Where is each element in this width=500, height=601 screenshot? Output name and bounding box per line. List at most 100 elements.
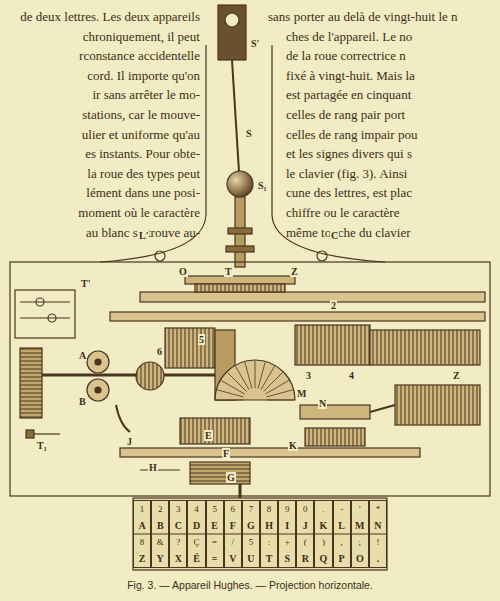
key-sign: ?	[170, 534, 186, 551]
key-letter: Z	[134, 551, 150, 568]
part-letter: M	[296, 388, 307, 399]
lower-plate	[110, 312, 485, 321]
lever-j	[116, 405, 130, 432]
text-line: ches de l'appareil. Le no	[286, 29, 412, 45]
key-letter: O	[352, 551, 368, 568]
part-letter: B	[78, 396, 87, 407]
text-line: de la roue correctrice n	[286, 48, 406, 64]
key-sign: 4	[188, 501, 204, 518]
text-line: lément dans une posi-	[86, 185, 200, 201]
key-letter: M	[352, 518, 368, 535]
text-line: est partagée en cinquant	[286, 87, 411, 103]
key-letter: N	[370, 518, 386, 535]
key-letter: G	[243, 518, 259, 535]
key-sign: (	[297, 534, 313, 551]
keyboard-key: 9I+S	[278, 500, 296, 568]
gear-tooth	[227, 372, 246, 391]
key-letter: L	[334, 518, 350, 535]
keyboard	[133, 498, 387, 570]
key-letter: T	[261, 551, 277, 568]
text-line: même touche du clavier	[286, 225, 411, 241]
key-sign: =	[207, 534, 223, 551]
key-letter: H	[261, 518, 277, 535]
part-letter: Z	[452, 370, 461, 381]
key-letter: J	[297, 518, 313, 535]
correcting-wheel	[165, 328, 215, 368]
gear-tooth	[267, 400, 294, 401]
wheel-b	[87, 379, 109, 401]
type-wheel-train	[295, 325, 370, 365]
part-letter: G	[226, 472, 236, 483]
keyboard-key: 7G5U	[242, 500, 260, 568]
part-letter: Z	[290, 266, 299, 277]
key-letter: F	[225, 518, 241, 535]
key-letter: V	[225, 551, 241, 568]
key-letter: É	[188, 551, 204, 568]
text-line: celles de rang impair pou	[286, 127, 417, 143]
text-line: moment où le caractère	[78, 205, 200, 221]
pendulum-pivot	[225, 13, 239, 27]
part-letter: 4	[348, 370, 355, 381]
key-sign: 7	[243, 501, 259, 518]
key-letter: U	[243, 551, 259, 568]
key-sign: )	[315, 534, 331, 551]
key-sign: 5	[207, 501, 223, 518]
text-line: es instants. Pour obte-	[85, 146, 200, 162]
key-sign: 0	[297, 501, 313, 518]
text-line: rconstance accidentelle	[79, 48, 200, 64]
key-letter: .	[370, 551, 386, 568]
bottom-plate	[120, 448, 420, 457]
frame	[10, 262, 490, 496]
key-sign: 1	[134, 501, 150, 518]
keyboard-key: -L,P	[333, 500, 351, 568]
key-letter: Y	[152, 551, 168, 568]
key-sign: !	[370, 534, 386, 551]
part-letter: T'	[80, 278, 91, 289]
key-sign: 6	[225, 501, 241, 518]
key-letter: B	[152, 518, 168, 535]
brake-wheel	[20, 348, 42, 418]
key-letter: Q	[315, 551, 331, 568]
part-letter: C	[330, 230, 339, 241]
part-letter: N	[318, 398, 327, 409]
text-line: celles de rang pair port	[286, 107, 405, 123]
key-sign: +	[279, 534, 295, 551]
part-letter: A	[78, 350, 87, 361]
gear-tooth	[263, 372, 282, 391]
keyboard-key: 0J(R	[296, 500, 314, 568]
gear-tooth	[245, 362, 252, 388]
key-sign: *	[370, 501, 386, 518]
key-sign: -	[334, 501, 350, 518]
key-sign: '	[352, 501, 368, 518]
key-letter: R	[297, 551, 313, 568]
part-letter: S'	[250, 38, 260, 49]
gear-tooth	[216, 400, 243, 401]
text-line: cord. Il importe qu'on	[87, 68, 200, 84]
text-line: ir sans arrêter le mo-	[92, 87, 200, 103]
part-letter: S₁	[257, 180, 268, 191]
key-letter: I	[279, 518, 295, 535]
text-line: de deux lettres. Les deux appareils	[20, 9, 200, 25]
text-line: la roue des types peut	[87, 166, 200, 182]
gear-tooth	[221, 381, 244, 395]
t-prime-box	[15, 290, 75, 338]
text-line: le clavier (fig. 3). Ainsi	[286, 166, 407, 182]
figure-caption: Fig. 3. — Appareil Hughes. — Projection …	[0, 579, 500, 592]
part-letter: K	[288, 440, 298, 451]
key-letter: =	[207, 551, 223, 568]
keyboard-key: *N!.	[369, 500, 387, 568]
key-sign: ;	[352, 534, 368, 551]
part-letter: E	[204, 430, 213, 441]
text-line: cune des lettres, est plac	[286, 185, 412, 201]
text-line: ulier et uniforme qu'au	[82, 127, 200, 143]
key-sign: 8	[261, 501, 277, 518]
gear-tooth	[255, 361, 256, 388]
keyboard-key: .K)Q	[314, 500, 332, 568]
gear-tooth	[267, 390, 293, 397]
key-letter: C	[170, 518, 186, 535]
key-sign: 5	[243, 534, 259, 551]
keyboard-key: 1A8Z	[133, 500, 151, 568]
part-letter: 6	[156, 346, 163, 357]
part-letter: 2	[330, 300, 337, 311]
keyboard-key: 4DÇÉ	[187, 500, 205, 568]
